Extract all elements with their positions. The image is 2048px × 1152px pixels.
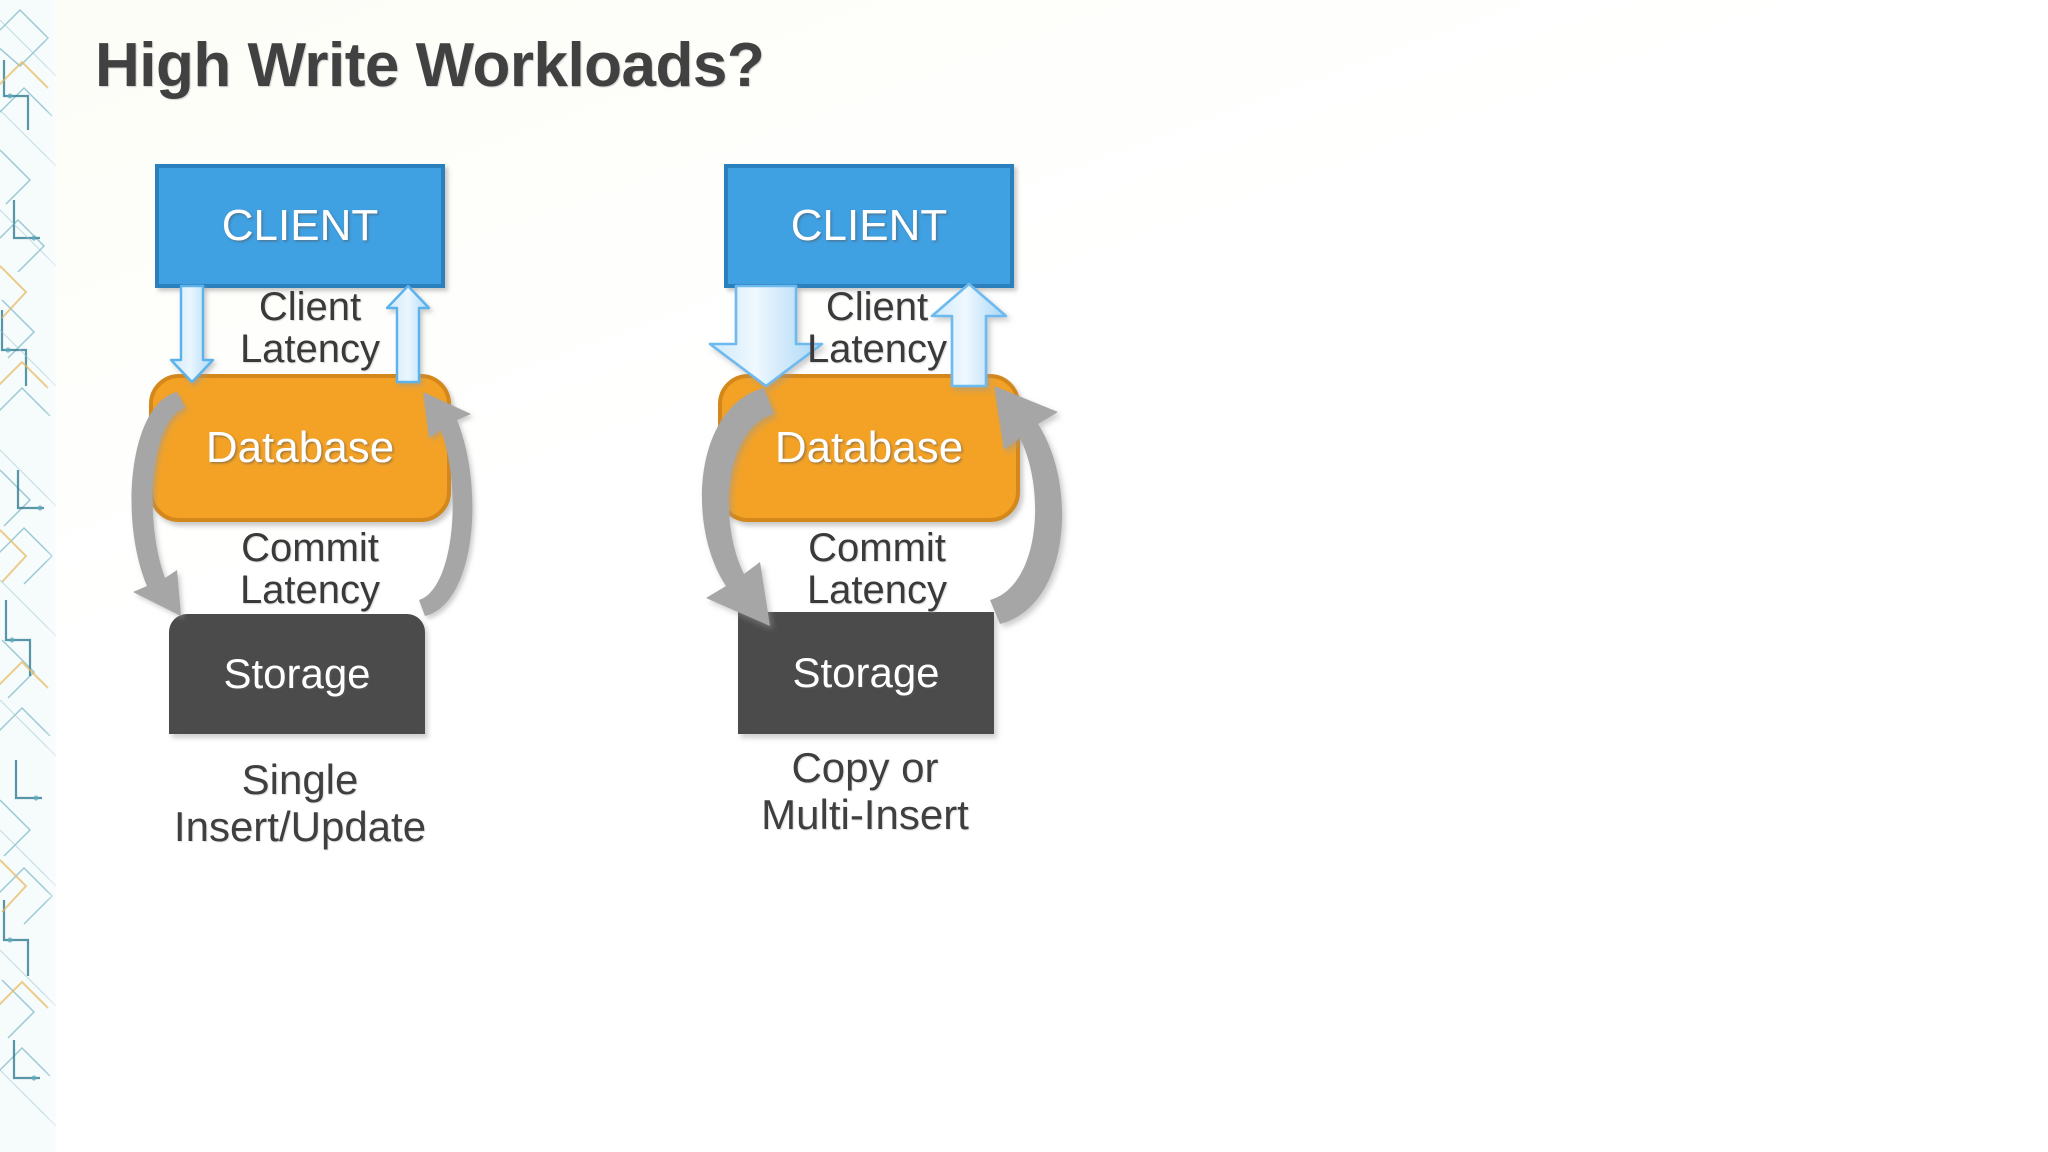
client-latency-line-1: Client — [825, 285, 929, 329]
node-client: CLIENT — [724, 164, 1014, 288]
column-caption-line-2: Multi-Insert — [761, 791, 969, 839]
client-latency-label: Client Latency — [762, 286, 992, 371]
node-database-label: Database — [774, 423, 964, 472]
commit-latency-line-2: Latency — [239, 568, 381, 613]
client-latency-line-2: Latency — [239, 327, 381, 372]
node-client-label: CLIENT — [221, 201, 379, 250]
page-title: High Write Workloads? — [95, 31, 765, 100]
edge-fade-overlay — [44, 0, 56, 1152]
column-caption-line-1: Copy or — [791, 744, 939, 791]
node-storage-label: Storage — [792, 649, 940, 696]
diagram-column-copy-or-multi-insert: CLIENT Client Latency Database Commit La… — [700, 0, 1240, 1152]
column-caption: Single Insert/Update — [125, 756, 475, 850]
commit-latency-line-2: Latency — [806, 568, 948, 613]
decorative-circuit-strip — [0, 0, 56, 1152]
client-latency-line-2: Latency — [806, 327, 948, 372]
diagram-column-single-insert-update: CLIENT Client Latency Database Commit La… — [85, 0, 625, 1152]
node-storage-label: Storage — [223, 650, 371, 697]
node-database: Database — [149, 374, 451, 522]
column-caption-line-2: Insert/Update — [173, 803, 427, 851]
client-latency-label: Client Latency — [195, 286, 425, 371]
node-database: Database — [718, 374, 1020, 522]
column-caption: Copy or Multi-Insert — [690, 744, 1040, 838]
node-storage: Storage — [169, 614, 425, 734]
commit-latency-label: Commit Latency — [185, 527, 435, 612]
commit-latency-line-1: Commit — [241, 526, 379, 570]
commit-latency-label: Commit Latency — [752, 527, 1002, 612]
commit-latency-line-1: Commit — [808, 526, 946, 570]
node-client-label: CLIENT — [790, 201, 948, 250]
column-caption-line-1: Single — [241, 756, 359, 803]
node-database-label: Database — [205, 423, 395, 472]
node-storage: Storage — [738, 612, 994, 734]
client-latency-line-1: Client — [258, 285, 362, 329]
node-client: CLIENT — [155, 164, 445, 288]
